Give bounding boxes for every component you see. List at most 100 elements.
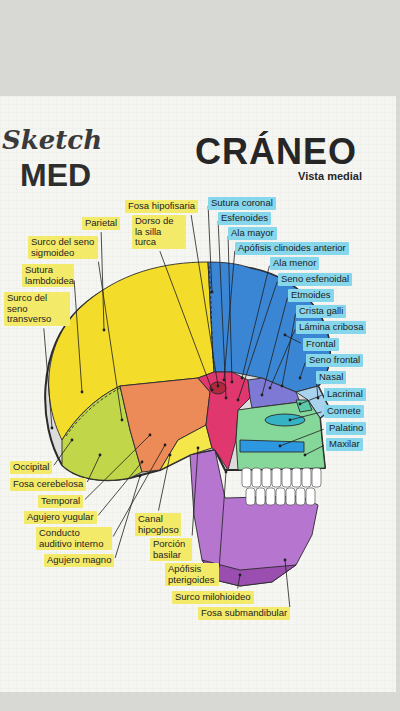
part-label: Ala menor <box>270 257 319 270</box>
leader-dot <box>164 444 167 447</box>
leader-dot <box>317 397 320 400</box>
leader-dot <box>239 574 242 577</box>
part-label: Palatino <box>326 422 366 435</box>
part-label: Fosa cerebelosa <box>10 478 86 491</box>
leader-dot <box>269 387 272 390</box>
leader-dot <box>149 434 152 437</box>
leader-dot <box>225 397 228 400</box>
leader-dot <box>139 475 142 478</box>
part-label: Esfenoides <box>218 212 271 225</box>
part-label: Cornete <box>324 405 364 418</box>
leader-dot <box>299 377 302 380</box>
part-label: Dorso de la silla turca <box>132 215 186 249</box>
leader-dot <box>304 454 307 457</box>
leader-line <box>285 560 290 607</box>
leader-line <box>224 251 235 380</box>
paper-grid <box>0 96 396 692</box>
part-label: Fosa submandibular <box>198 607 290 620</box>
leader-line <box>300 395 322 404</box>
leader-line <box>159 455 170 511</box>
leader-dot <box>81 391 84 394</box>
leader-line <box>98 462 142 515</box>
leader-line <box>242 266 269 378</box>
leader-dot <box>237 399 240 402</box>
part-label: Agujero magno <box>44 554 114 567</box>
leader-line <box>305 445 324 455</box>
part-label: Parietal <box>82 217 120 230</box>
leader-dot <box>223 379 226 382</box>
part-label: Ala mayor <box>228 227 277 240</box>
subtitle: Vista medial <box>298 170 362 182</box>
part-label: Sutura lambdoidea <box>22 264 74 287</box>
leader-line <box>300 363 305 378</box>
leader-line <box>208 206 212 292</box>
leader-line <box>74 280 82 392</box>
logo-text: MED <box>20 158 91 194</box>
part-label: Lámina cribosa <box>296 321 366 334</box>
leader-dot <box>141 461 144 464</box>
leader-dot <box>284 334 287 337</box>
title: CRÁNEO <box>195 134 357 170</box>
leader-dot <box>51 427 54 430</box>
paper-sheet <box>0 96 396 692</box>
leader-dot <box>211 291 214 294</box>
part-label: Agujero yugular <box>24 511 97 524</box>
part-label: Maxilar <box>326 438 363 451</box>
leader-line <box>191 215 218 386</box>
part-label: Canal hipogloso <box>135 513 181 536</box>
leader-line <box>160 251 212 390</box>
leader-dot <box>279 445 282 448</box>
leader-dot <box>225 471 228 474</box>
leader-line <box>98 262 122 420</box>
part-label: Conducto auditivo interno <box>36 527 112 550</box>
leader-dot <box>284 559 287 562</box>
part-label: Nasal <box>316 371 346 384</box>
lambdoid-suture <box>66 388 120 436</box>
leader-dot <box>241 377 244 380</box>
part-label: Occipital <box>10 461 52 474</box>
logo-text: Sketch <box>2 126 102 155</box>
leader-dot <box>71 439 74 442</box>
part-label: Fosa hipofisaria <box>125 200 198 213</box>
part-label: Apófisis pterigoides <box>165 563 219 586</box>
leader-dot <box>281 385 284 388</box>
leader-line <box>85 435 150 500</box>
part-label: Porción basilar <box>150 538 192 561</box>
part-label: Crista galli <box>296 305 346 318</box>
leader-dot <box>289 419 292 422</box>
nasal-concha <box>265 414 305 426</box>
leader-line <box>238 282 277 400</box>
leader-line <box>280 429 324 446</box>
teeth <box>242 468 321 505</box>
leader-line <box>87 455 100 482</box>
leader-dot <box>217 385 220 388</box>
part-label: Temporal <box>38 495 83 508</box>
leader-dot <box>169 454 172 457</box>
leader-line <box>238 575 240 589</box>
leader-line <box>219 472 226 567</box>
part-label: Surco del seno transverso <box>4 292 70 326</box>
leader-line <box>290 412 322 420</box>
leader-line <box>285 335 301 343</box>
leader-dot <box>231 381 234 384</box>
leader-line <box>44 328 52 428</box>
part-label: Frontal <box>303 338 339 351</box>
leader-dot <box>261 394 264 397</box>
leader-dot <box>299 403 302 406</box>
leader-line <box>262 298 287 395</box>
part-label: Seno esfenoidal <box>278 273 352 286</box>
leader-line <box>282 314 296 386</box>
palatine-bone <box>240 440 304 452</box>
part-label: Etmoides <box>288 289 334 302</box>
leader-dot <box>99 454 102 457</box>
leader-line <box>54 440 72 465</box>
part-label: Surco del seno sigmoideo <box>28 236 98 259</box>
part-label: Surco milohioideo <box>172 591 254 604</box>
lacrimal-bone <box>296 400 312 412</box>
part-label: Lacrimal <box>324 388 366 401</box>
leader-dot <box>211 389 214 392</box>
leader-dot <box>121 419 124 422</box>
part-label: Sutura coronal <box>208 197 276 210</box>
leader-line <box>192 448 198 536</box>
leader-dot <box>197 447 200 450</box>
